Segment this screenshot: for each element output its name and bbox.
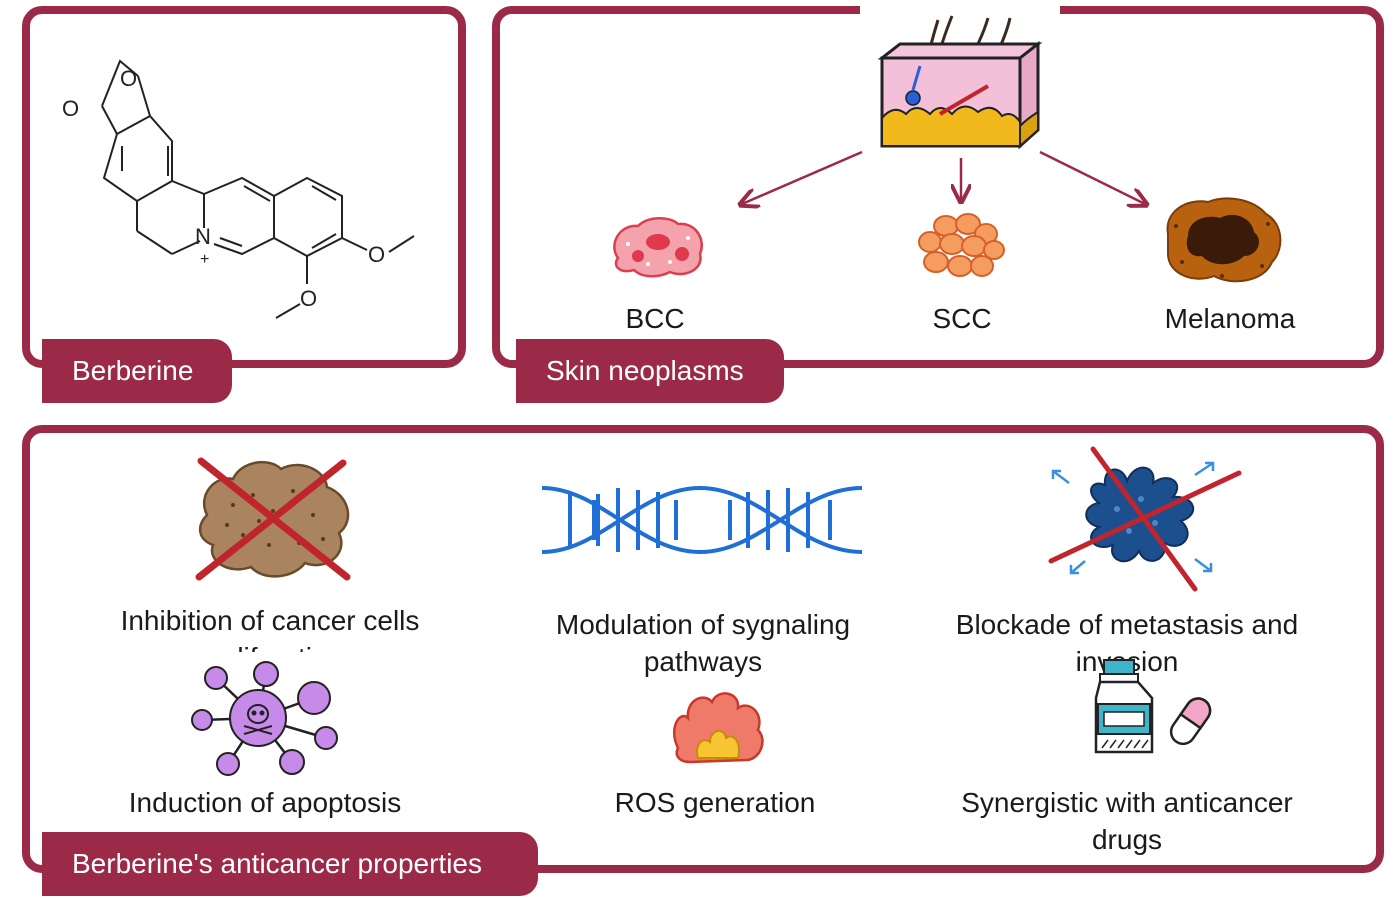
ros-label: ROS generation bbox=[614, 787, 816, 818]
skin-layer-icon bbox=[860, 6, 1060, 150]
melanoma-label: Melanoma bbox=[1164, 303, 1296, 334]
atom-n: N bbox=[195, 224, 211, 249]
dna-helix-icon bbox=[541, 485, 863, 555]
atom-o-1: O bbox=[120, 66, 137, 91]
melanoma-lesion-icon bbox=[1166, 197, 1282, 283]
drug-bottle-pill-icon bbox=[1094, 659, 1212, 754]
crossed-tumor-icon bbox=[195, 457, 351, 581]
anticancer-properties-tag: Berberine's anticancer properties bbox=[42, 832, 538, 896]
scc-lesion-icon bbox=[918, 213, 1005, 277]
crossed-metastasis-icon bbox=[1048, 446, 1242, 592]
signaling-label: Modulation of sygnaling pathways bbox=[555, 609, 851, 677]
atom-o-3: O bbox=[368, 242, 385, 267]
bcc-label: BCC bbox=[625, 303, 685, 334]
apoptosis-label: Induction of apoptosis bbox=[128, 787, 402, 818]
bcc-lesion-icon bbox=[613, 217, 703, 278]
fire-icon bbox=[672, 692, 764, 764]
atom-o-4: O bbox=[300, 286, 317, 311]
berberine-structure-icon: O O N + O O bbox=[62, 59, 415, 319]
skin-neoplasms-tag: Skin neoplasms bbox=[516, 339, 784, 403]
scc-label: SCC bbox=[932, 303, 992, 334]
atom-charge: + bbox=[200, 251, 209, 268]
atom-o-2: O bbox=[62, 96, 79, 121]
synergy-label: Synergistic with anticancer drugs bbox=[961, 787, 1293, 855]
proliferation-label: Inhibition of cancer cells proliferation bbox=[120, 605, 420, 652]
berberine-tag: Berberine bbox=[42, 339, 232, 403]
apoptosis-network-icon bbox=[191, 661, 338, 776]
